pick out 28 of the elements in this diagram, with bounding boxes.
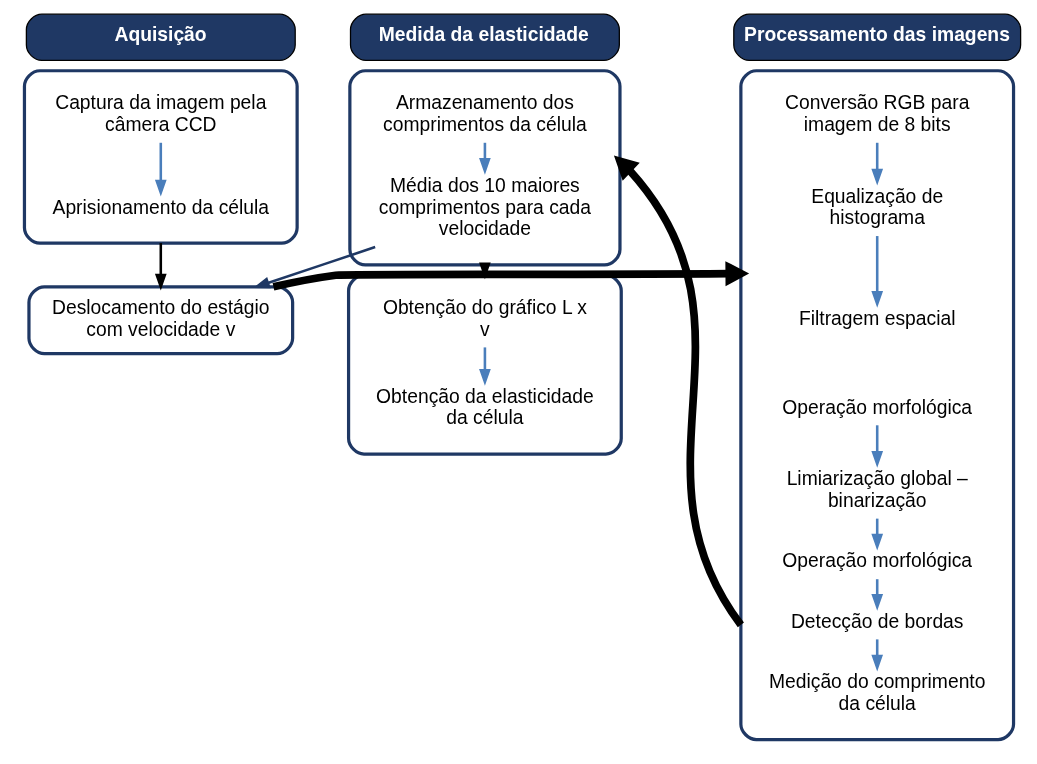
node-text: Obtenção da elasticidade da célula [375, 385, 594, 429]
node-text: Detecção de bordas [790, 610, 963, 632]
node-text: Média dos 10 maiores comprimentos para cada velocidade [378, 174, 591, 240]
arrow [870, 142, 883, 186]
node-text: Equalização de histograma [810, 185, 943, 229]
cluster [22, 69, 299, 245]
node-text: Armazenamento dos comprimentos da célula [382, 92, 587, 136]
arrow [154, 142, 167, 197]
cluster [347, 69, 622, 267]
node-text: Captura da imagem pela câmera CCD [54, 92, 266, 136]
node-box: Medida da elasticidade [349, 13, 620, 62]
node-text: Filtragem espacial [798, 307, 955, 329]
node-text: Aprisionamento da célula [52, 196, 269, 218]
node-box: Processamento das imagens [732, 13, 1021, 62]
arrow [613, 155, 744, 627]
node-text: Operação morfológica [781, 396, 972, 418]
cluster [738, 69, 1015, 742]
arrow [154, 243, 167, 291]
node-text: Operação morfológica [781, 550, 972, 572]
node-text: Medição do comprimento da célula [768, 671, 985, 714]
node-text: Obtenção do gráfico L x v [382, 296, 587, 340]
node-box: Deslocamento do estágio com velocidade v [26, 285, 294, 356]
arrow [870, 236, 883, 308]
node-text: Conversão RGB para imagem de 8 bits [784, 92, 969, 136]
node-text: Limiarização global – binarização [786, 467, 968, 511]
arrow [870, 425, 883, 468]
node-box: Aquisição [25, 13, 296, 62]
arrow [478, 347, 491, 386]
